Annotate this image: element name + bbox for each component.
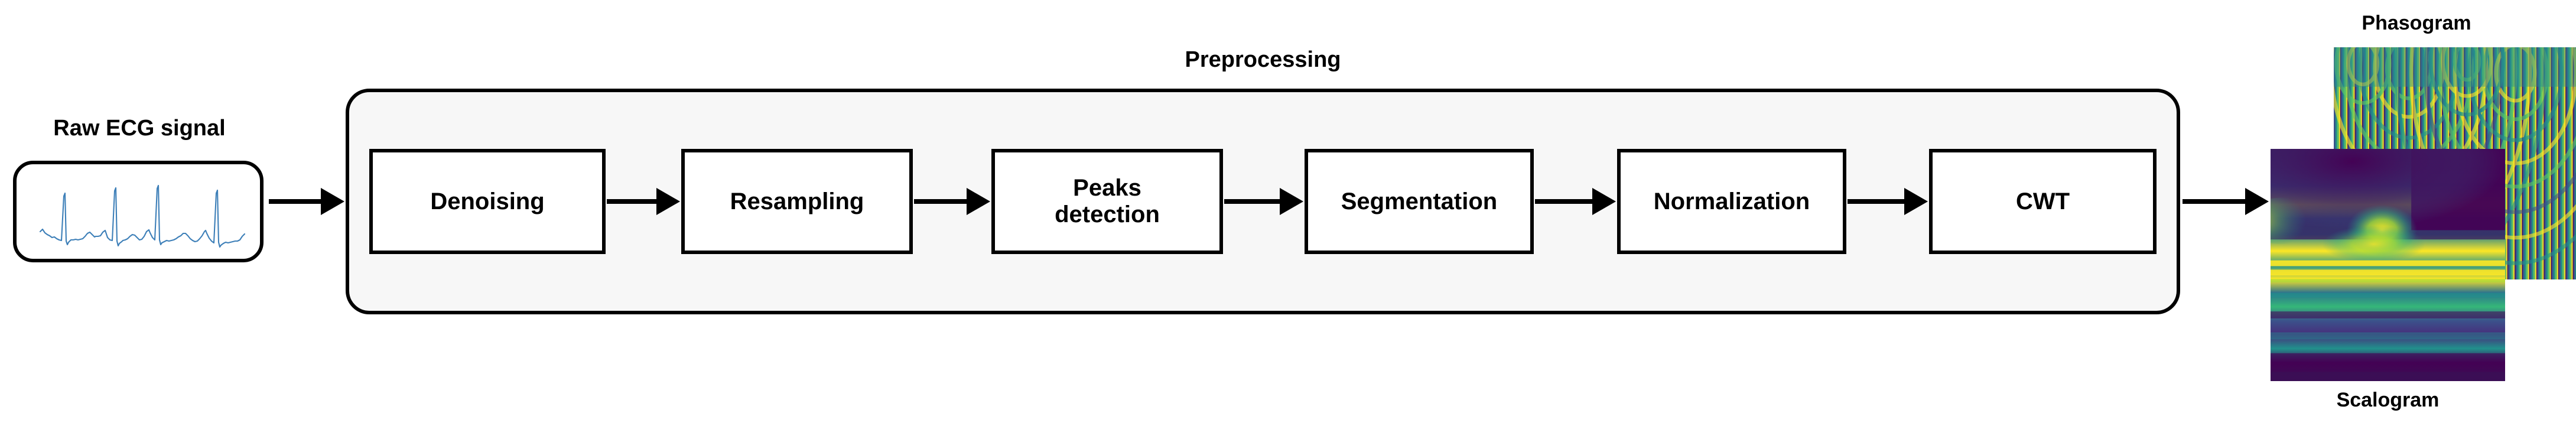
arrow-head-icon (967, 188, 990, 215)
preprocessing-title: Preprocessing (1185, 47, 1341, 72)
stage-label-segmentation: Segmentation (1341, 188, 1498, 214)
stage-box-cwt[interactable]: CWT (1929, 149, 2157, 254)
ecg-waveform (39, 184, 246, 248)
arrow-shaft (1224, 199, 1281, 204)
arrow-head-icon (1280, 188, 1303, 215)
arrow-shaft (1535, 199, 1593, 204)
phasogram-label: Phasogram (2362, 12, 2471, 34)
stage-label-normalization: Normalization (1653, 188, 1810, 214)
scalogram-image (2271, 149, 2505, 381)
stage-box-normalization[interactable]: Normalization (1617, 149, 1846, 254)
arrow-head-icon (1592, 188, 1616, 215)
arrow-head-icon (656, 188, 680, 215)
stage-label-cwt: CWT (2015, 188, 2070, 214)
raw-ecg-label: Raw ECG signal (53, 116, 226, 141)
arrow-head-icon (1904, 188, 1928, 215)
stage-box-resampling[interactable]: Resampling (681, 149, 913, 254)
arrow-shaft (2183, 199, 2246, 204)
arrow-head-icon (2245, 188, 2269, 215)
stage-label-resampling: Resampling (730, 188, 864, 214)
arrow-shaft (269, 199, 322, 204)
arrow-shaft (607, 199, 658, 204)
arrow-shaft (1848, 199, 1905, 204)
stage-label-denoising: Denoising (430, 188, 545, 214)
arrow-shaft (914, 199, 968, 204)
raw-ecg-box (13, 161, 264, 262)
scalogram-label: Scalogram (2336, 389, 2440, 411)
stage-box-denoising[interactable]: Denoising (369, 149, 606, 254)
stage-label-peaks: Peaks detection (1055, 175, 1160, 227)
stage-box-peaks[interactable]: Peaks detection (991, 149, 1223, 254)
arrow-head-icon (321, 188, 344, 215)
stage-box-segmentation[interactable]: Segmentation (1305, 149, 1534, 254)
